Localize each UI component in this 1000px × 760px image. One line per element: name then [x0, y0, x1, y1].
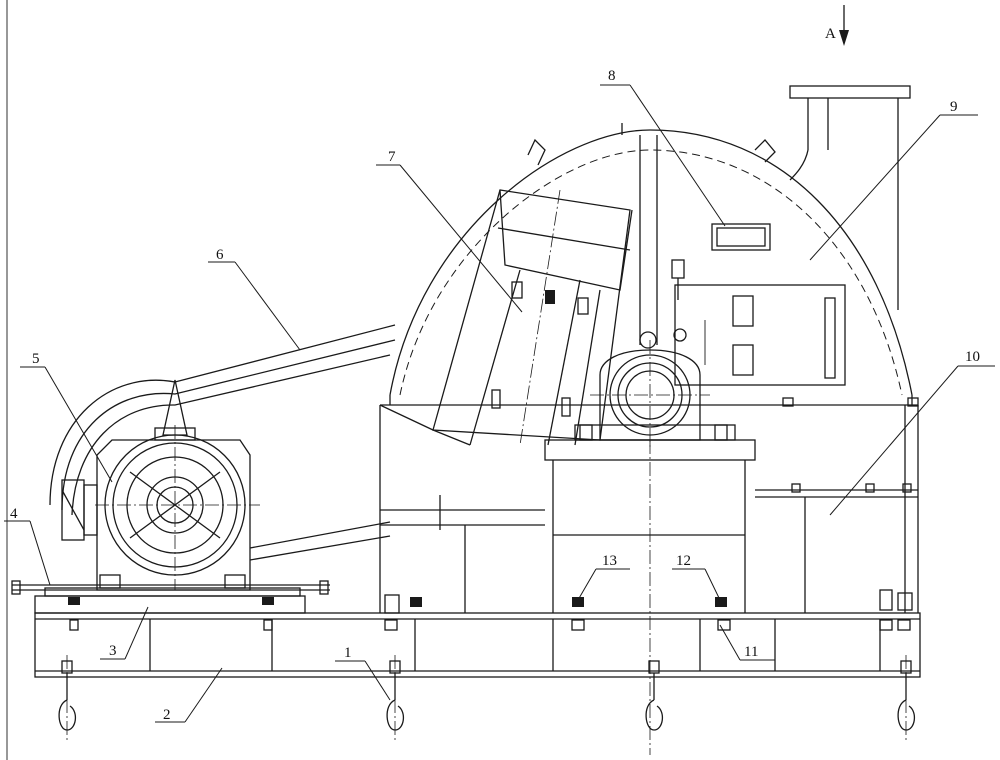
callout-11: 11 — [719, 624, 775, 661]
view-arrow-a: A — [825, 5, 849, 46]
callout-2: 2 — [155, 667, 223, 723]
label-4: 4 — [10, 506, 18, 522]
label-10: 10 — [965, 349, 980, 365]
support-stand — [544, 439, 756, 755]
lifting-hook-1 — [58, 655, 77, 740]
callout-7: 7 — [376, 149, 523, 313]
feed-hopper — [432, 189, 633, 446]
callout-5: 5 — [20, 351, 113, 483]
housing-lug-left — [527, 138, 546, 166]
anchor-bolts — [384, 589, 913, 631]
label-5: 5 — [32, 351, 40, 367]
callout-12: 12 — [672, 553, 721, 601]
callout-1: 1 — [335, 645, 391, 701]
housing-lower-frame — [379, 404, 545, 613]
callout-13: 13 — [577, 553, 630, 601]
inspection-window — [711, 223, 771, 251]
right-side-box — [755, 397, 919, 613]
base-frame — [34, 612, 921, 678]
callout-10: 10 — [829, 349, 995, 516]
label-8: 8 — [608, 68, 616, 84]
view-marker-label: A — [825, 26, 836, 42]
lifting-hook-4 — [897, 655, 916, 740]
label-6: 6 — [216, 247, 224, 263]
callout-4: 4 — [4, 506, 51, 586]
vertical-shaft-pipe — [639, 135, 658, 349]
lifting-hook-3 — [645, 660, 664, 731]
label-9: 9 — [950, 99, 958, 115]
label-2: 2 — [163, 707, 171, 723]
access-door — [671, 259, 846, 386]
label-7: 7 — [388, 149, 396, 165]
discharge-chute — [789, 85, 911, 310]
callout-6: 6 — [208, 247, 301, 351]
belt-guard — [49, 324, 396, 561]
label-13: 13 — [602, 553, 617, 569]
bearing-housing — [574, 340, 736, 450]
lifting-hook-2 — [386, 655, 405, 740]
callout-3: 3 — [100, 606, 149, 660]
label-3: 3 — [109, 643, 117, 659]
label-11: 11 — [744, 644, 758, 660]
label-12: 12 — [676, 553, 691, 569]
label-1: 1 — [344, 645, 352, 661]
motor-body — [61, 379, 260, 591]
callout-9: 9 — [809, 99, 978, 261]
motor-base-plate — [11, 580, 330, 631]
crusher-housing — [379, 123, 919, 613]
housing-lug-right — [754, 139, 776, 163]
callout-8: 8 — [600, 68, 726, 227]
